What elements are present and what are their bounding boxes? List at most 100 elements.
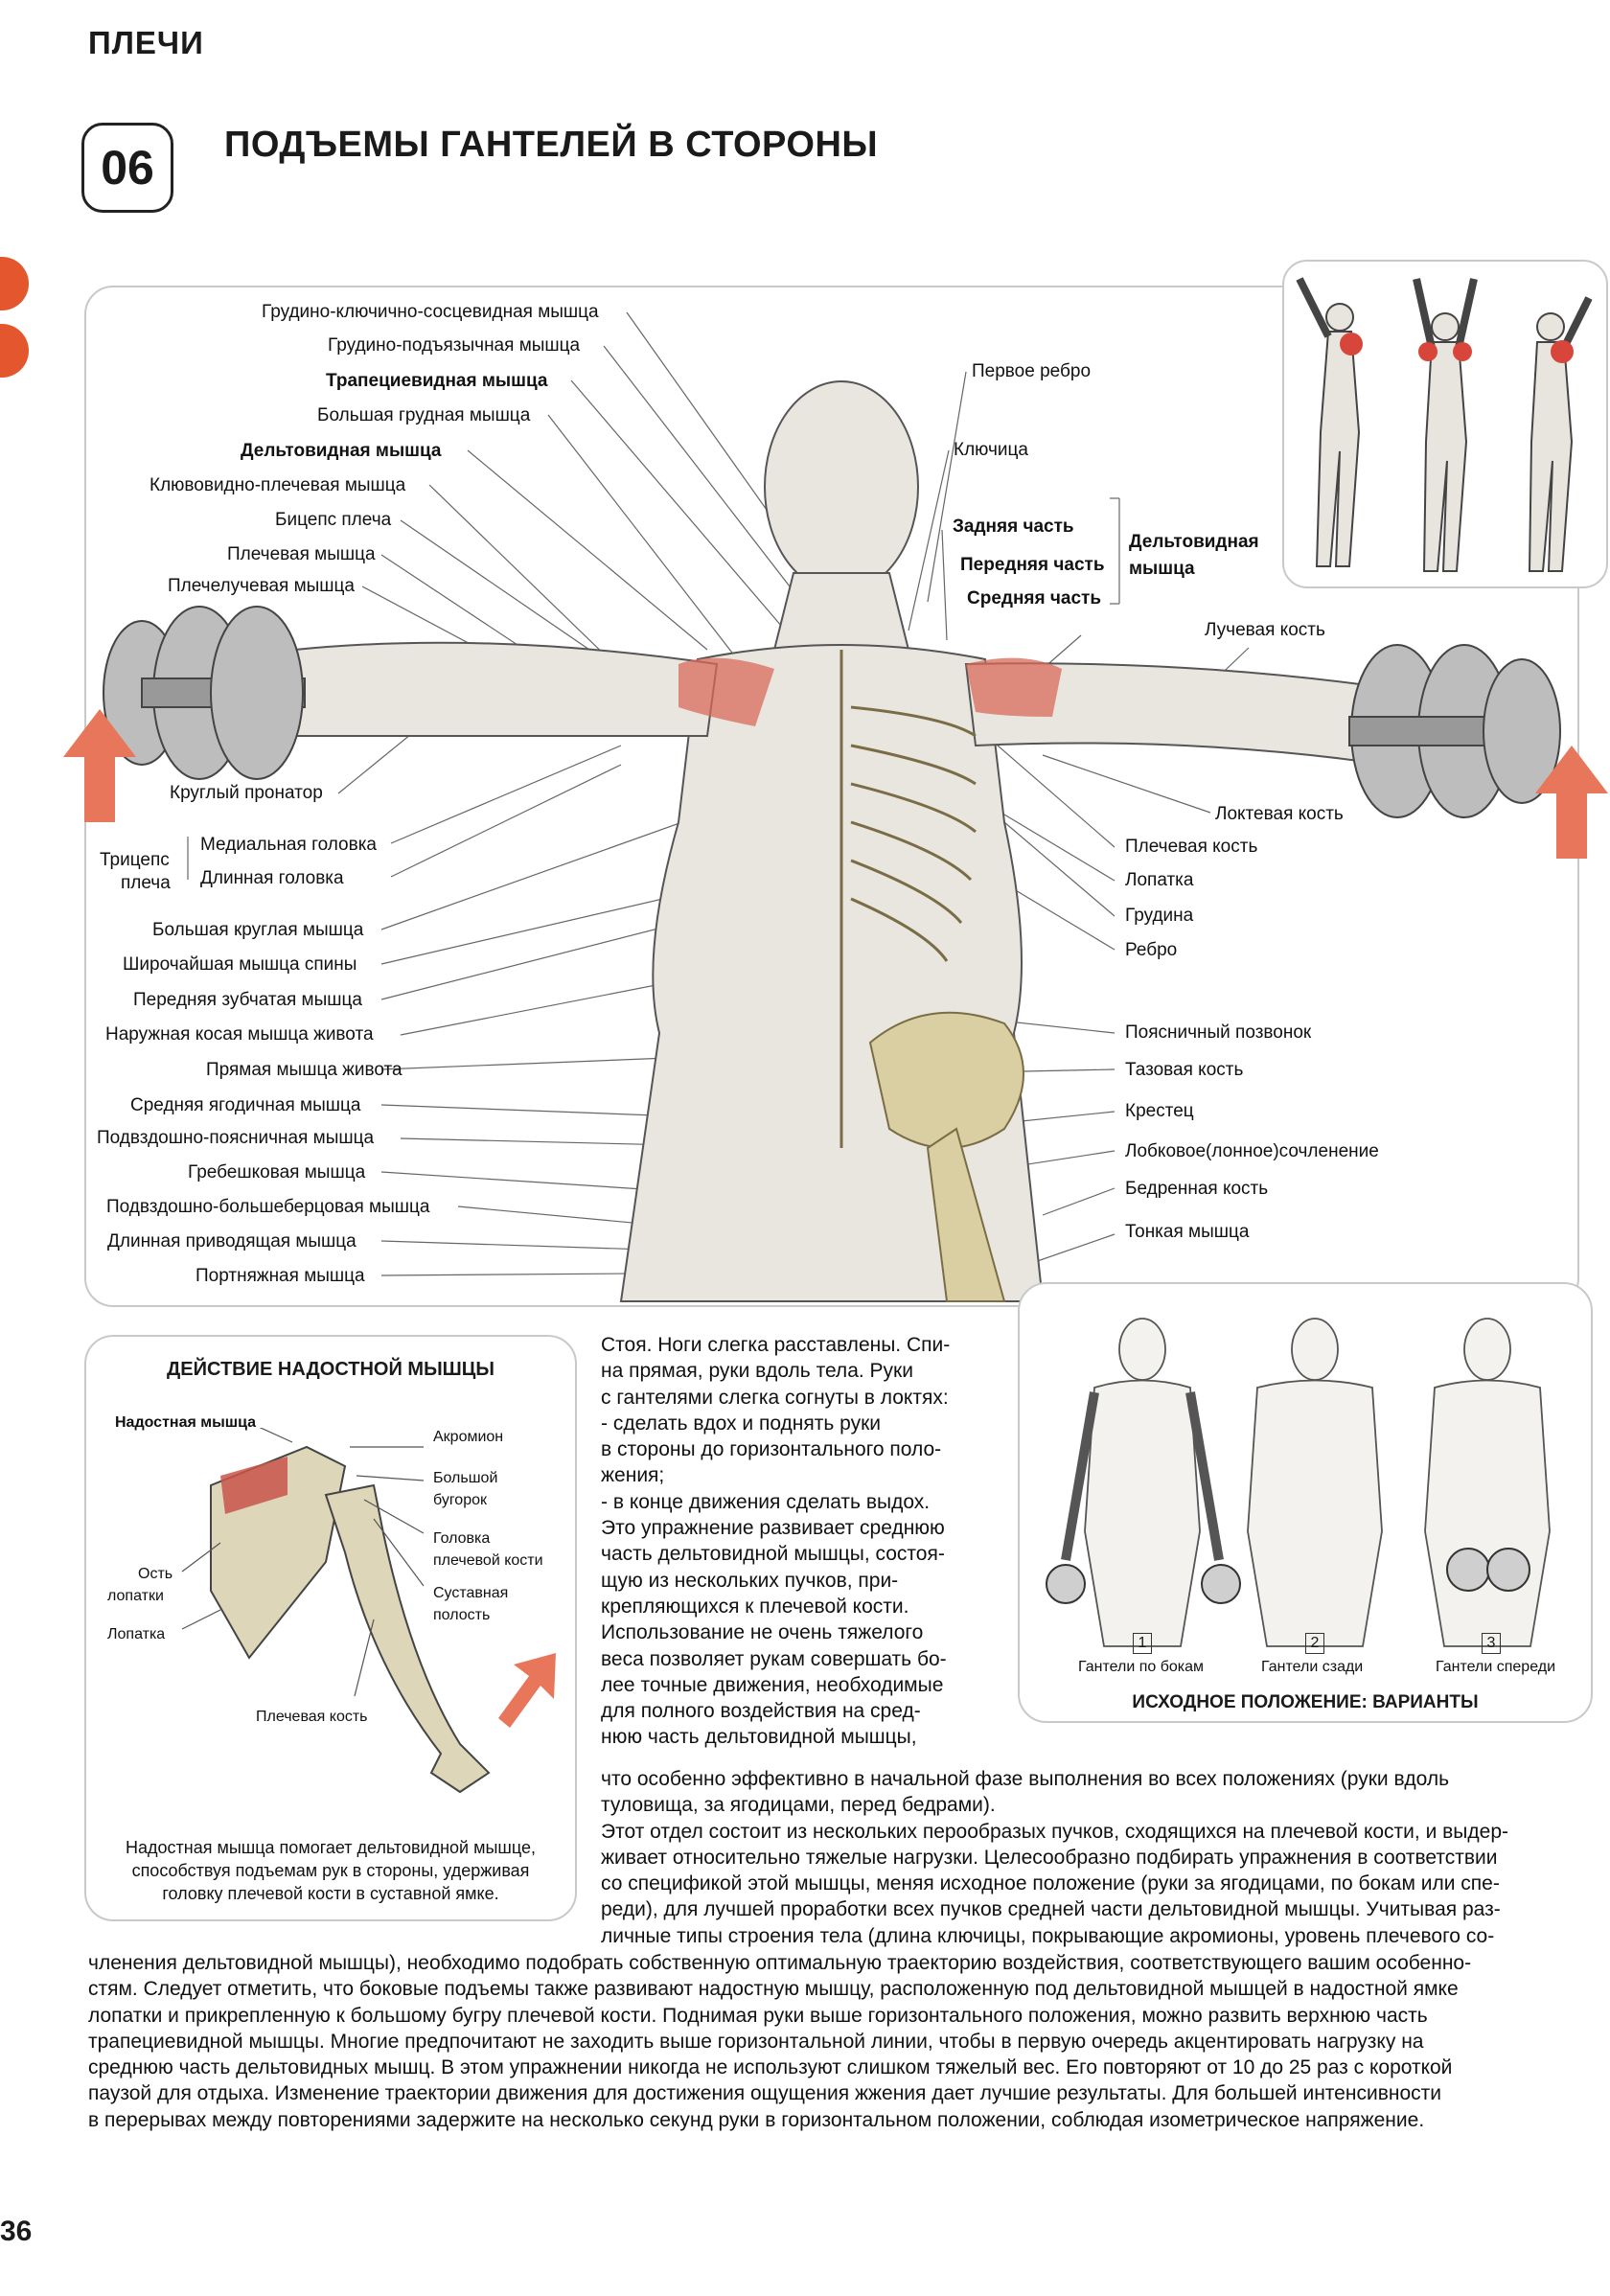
- mid-text-line: реди), для лучшей проработки всех пучков…: [601, 1898, 1501, 1921]
- label-greater-tubercle-1: Большой: [433, 1470, 498, 1486]
- label-external-oblique: Наружная косая мышца живота: [105, 1024, 374, 1045]
- variant-2-label: Гантели сзади: [1261, 1659, 1364, 1675]
- label-scapula: Лопатка: [1125, 870, 1194, 890]
- label-sternocleidomastoid: Грудино-ключично-сосцевидная мышца: [262, 302, 599, 322]
- label-clavicle: Ключица: [954, 440, 1028, 460]
- label-humeral-head-1: Головка: [433, 1530, 491, 1547]
- mid-text-line: что особенно эффективно в начальной фазе…: [601, 1768, 1450, 1790]
- label-humeral-head-2: плечевой кости: [433, 1552, 543, 1569]
- page-number: 36: [0, 2216, 33, 2247]
- label-glenoid-1: Суставная: [433, 1585, 509, 1601]
- label-pectoralis-major: Большая грудная мышца: [317, 405, 531, 425]
- label-scapular-spine-2: лопатки: [107, 1588, 164, 1604]
- label-biceps: Бицепс плеча: [275, 510, 392, 530]
- label-humerus: Плечевая кость: [1125, 837, 1258, 857]
- label-scapular-spine-1: Ость: [138, 1566, 173, 1582]
- label-serratus-anterior: Передняя зубчатая мышца: [133, 990, 362, 1010]
- exercise-number-badge: 06: [81, 123, 173, 213]
- label-posterior-part: Задняя часть: [953, 517, 1074, 537]
- label-pubic-symphysis: Лобковое(лонное)сочленение: [1125, 1141, 1379, 1161]
- variant-3-label: Гантели спереди: [1436, 1659, 1556, 1675]
- variant-1-label: Гантели по бокам: [1078, 1659, 1205, 1675]
- side-tab-lower: [0, 324, 29, 378]
- label-pectineus: Гребешковая мышца: [188, 1162, 366, 1182]
- label-iliotibial: Подвздошно-большеберцовая мышца: [106, 1197, 430, 1217]
- mid-text-line: со спецификой этой мышцы, меняя исходное…: [601, 1872, 1500, 1895]
- mid-text-line: Этот отдел состоит из нескольких перообр…: [601, 1820, 1508, 1843]
- variants-figures: [1046, 1318, 1551, 1647]
- label-trapezius: Трапециевидная мышца: [326, 371, 548, 391]
- supraspinatus-arrow-icon: [498, 1653, 556, 1728]
- label-sacrum: Крестец: [1125, 1101, 1194, 1121]
- narrow-text-line: Использование не очень тяжелого: [601, 1621, 924, 1644]
- label-lumbar-vertebra: Поясничный позвонок: [1125, 1022, 1312, 1043]
- mid-text-line: живает относительно тяжелые нагрузки. Це…: [601, 1846, 1498, 1869]
- label-gluteus-medius: Средняя ягодичная мышца: [130, 1095, 361, 1115]
- label-first-rib: Первое ребро: [972, 361, 1092, 381]
- narrow-text-line: в стороны до горизонтального поло-: [601, 1438, 942, 1461]
- label-sternohyoid: Грудино-подъязычная мышца: [328, 335, 581, 356]
- variant-3-number: 3: [1482, 1633, 1501, 1654]
- label-deltoid: Дельтовидная мышца: [241, 441, 442, 461]
- full-text-line: стям. Следует отметить, что боковые подъ…: [88, 1978, 1459, 2001]
- label-brachioradialis: Плечелучевая мышца: [168, 576, 355, 596]
- full-text-line: лопатки и прикрепленную к большому бугру…: [88, 2004, 1428, 2027]
- narrow-text-line: часть дельтовидной мышцы, состоя-: [601, 1543, 945, 1566]
- label-pronator-teres: Круглый пронатор: [170, 783, 323, 803]
- full-text-line: трапециевидной мышцы. Многие предпочитаю…: [88, 2030, 1424, 2053]
- label-triceps-2: плеча: [121, 873, 171, 893]
- narrow-text-line: нюю часть дельтовидной мышцы,: [601, 1726, 917, 1749]
- label-deltoid-group-1: Дельтовидная: [1129, 532, 1259, 552]
- narrow-text-line: - сделать вдох и поднять руки: [601, 1412, 882, 1435]
- supraspinatus-panel: [84, 1335, 577, 1921]
- full-text-line: в перерывах между повторениями задержите…: [88, 2108, 1425, 2131]
- narrow-text-line: для полного воздействия на сред-: [601, 1700, 921, 1723]
- narrow-text-line: крепляющихся к плечевой кости.: [601, 1595, 909, 1618]
- label-middle-part: Средняя часть: [967, 588, 1102, 608]
- label-ulna: Локтевая кость: [1215, 804, 1344, 824]
- full-text-line: среднюю часть дельтовидных мышц. В этом …: [88, 2056, 1453, 2079]
- description-column: Стоя. Ноги слегка расставлены. Спи-на пр…: [601, 1332, 1013, 1751]
- raise-arrow-right-icon: [1535, 746, 1608, 859]
- narrow-text-line: Это упражнение развивает среднюю: [601, 1517, 945, 1540]
- label-rib: Ребро: [1125, 940, 1178, 960]
- anatomy-illustration: [103, 311, 1561, 1302]
- narrow-text-line: веса позволяет рукам совершать бо-: [601, 1647, 947, 1670]
- label-teres-major: Большая круглая мышца: [152, 920, 364, 940]
- variant-1-number: 1: [1133, 1633, 1152, 1654]
- label-radius: Лучевая кость: [1205, 620, 1325, 640]
- narrow-text-line: на прямая, руки вдоль тела. Руки: [601, 1360, 913, 1383]
- label-greater-tubercle-2: бугорок: [433, 1492, 487, 1508]
- label-brachialis: Плечевая мышца: [227, 544, 376, 564]
- label-humerus-small: Плечевая кость: [256, 1709, 368, 1725]
- supraspinatus-caption: Надостная мышца помогает дельтовидной мы…: [84, 1836, 577, 1905]
- variants-heading: ИСХОДНОЕ ПОЛОЖЕНИЕ: ВАРИАНТЫ: [1132, 1692, 1479, 1712]
- label-supraspinatus: Надостная мышца: [115, 1414, 257, 1431]
- label-glenoid-2: полость: [433, 1607, 491, 1623]
- narrow-text-line: с гантелями слегка согнуты в локтях:: [601, 1386, 949, 1409]
- side-tab-upper: [0, 257, 29, 310]
- label-anterior-part: Передняя часть: [960, 555, 1105, 575]
- label-gracilis: Тонкая мышца: [1125, 1222, 1250, 1242]
- label-femur: Бедренная кость: [1125, 1179, 1269, 1199]
- caption-line-2: способствуя подъемам рук в стороны, удер…: [131, 1861, 530, 1880]
- narrow-text-line: - в конце движения сделать выдох.: [601, 1490, 931, 1513]
- mid-text-line: туловища, за ягодицами, перед бедрами).: [601, 1794, 996, 1817]
- supraspinatus-heading: ДЕЙСТВИЕ НАДОСТНОЙ МЫШЦЫ: [167, 1359, 494, 1380]
- label-rectus-abdominis: Прямая мышца живота: [206, 1060, 402, 1080]
- label-long-head: Длинная головка: [200, 868, 344, 888]
- exercise-title: ПОДЪЕМЫ ГАНТЕЛЕЙ В СТОРОНЫ: [224, 125, 879, 165]
- full-text-line: паузой для отдыха. Изменение траектории …: [88, 2082, 1441, 2105]
- label-scapula-small: Лопатка: [107, 1626, 166, 1642]
- shoulder-joint-illustration: [181, 1428, 491, 1794]
- caption-line-3: головку плечевой кости в суставной ямке.: [162, 1884, 499, 1903]
- description-full-width: членения дельтовидной мышцы), необходимо…: [88, 1950, 1588, 2133]
- raise-arrow-left-icon: [63, 709, 136, 822]
- mid-text-line: личные типы строения тела (длина ключицы…: [601, 1924, 1495, 1947]
- narrow-text-line: жения;: [601, 1464, 665, 1487]
- section-label: ПЛЕЧИ: [88, 25, 204, 60]
- label-acromion: Акромион: [433, 1429, 504, 1445]
- label-latissimus: Широчайшая мышца спины: [123, 954, 357, 975]
- label-adductor-longus: Длинная приводящая мышца: [107, 1231, 356, 1251]
- narrow-text-line: Стоя. Ноги слегка расставлены. Спи-: [601, 1334, 951, 1356]
